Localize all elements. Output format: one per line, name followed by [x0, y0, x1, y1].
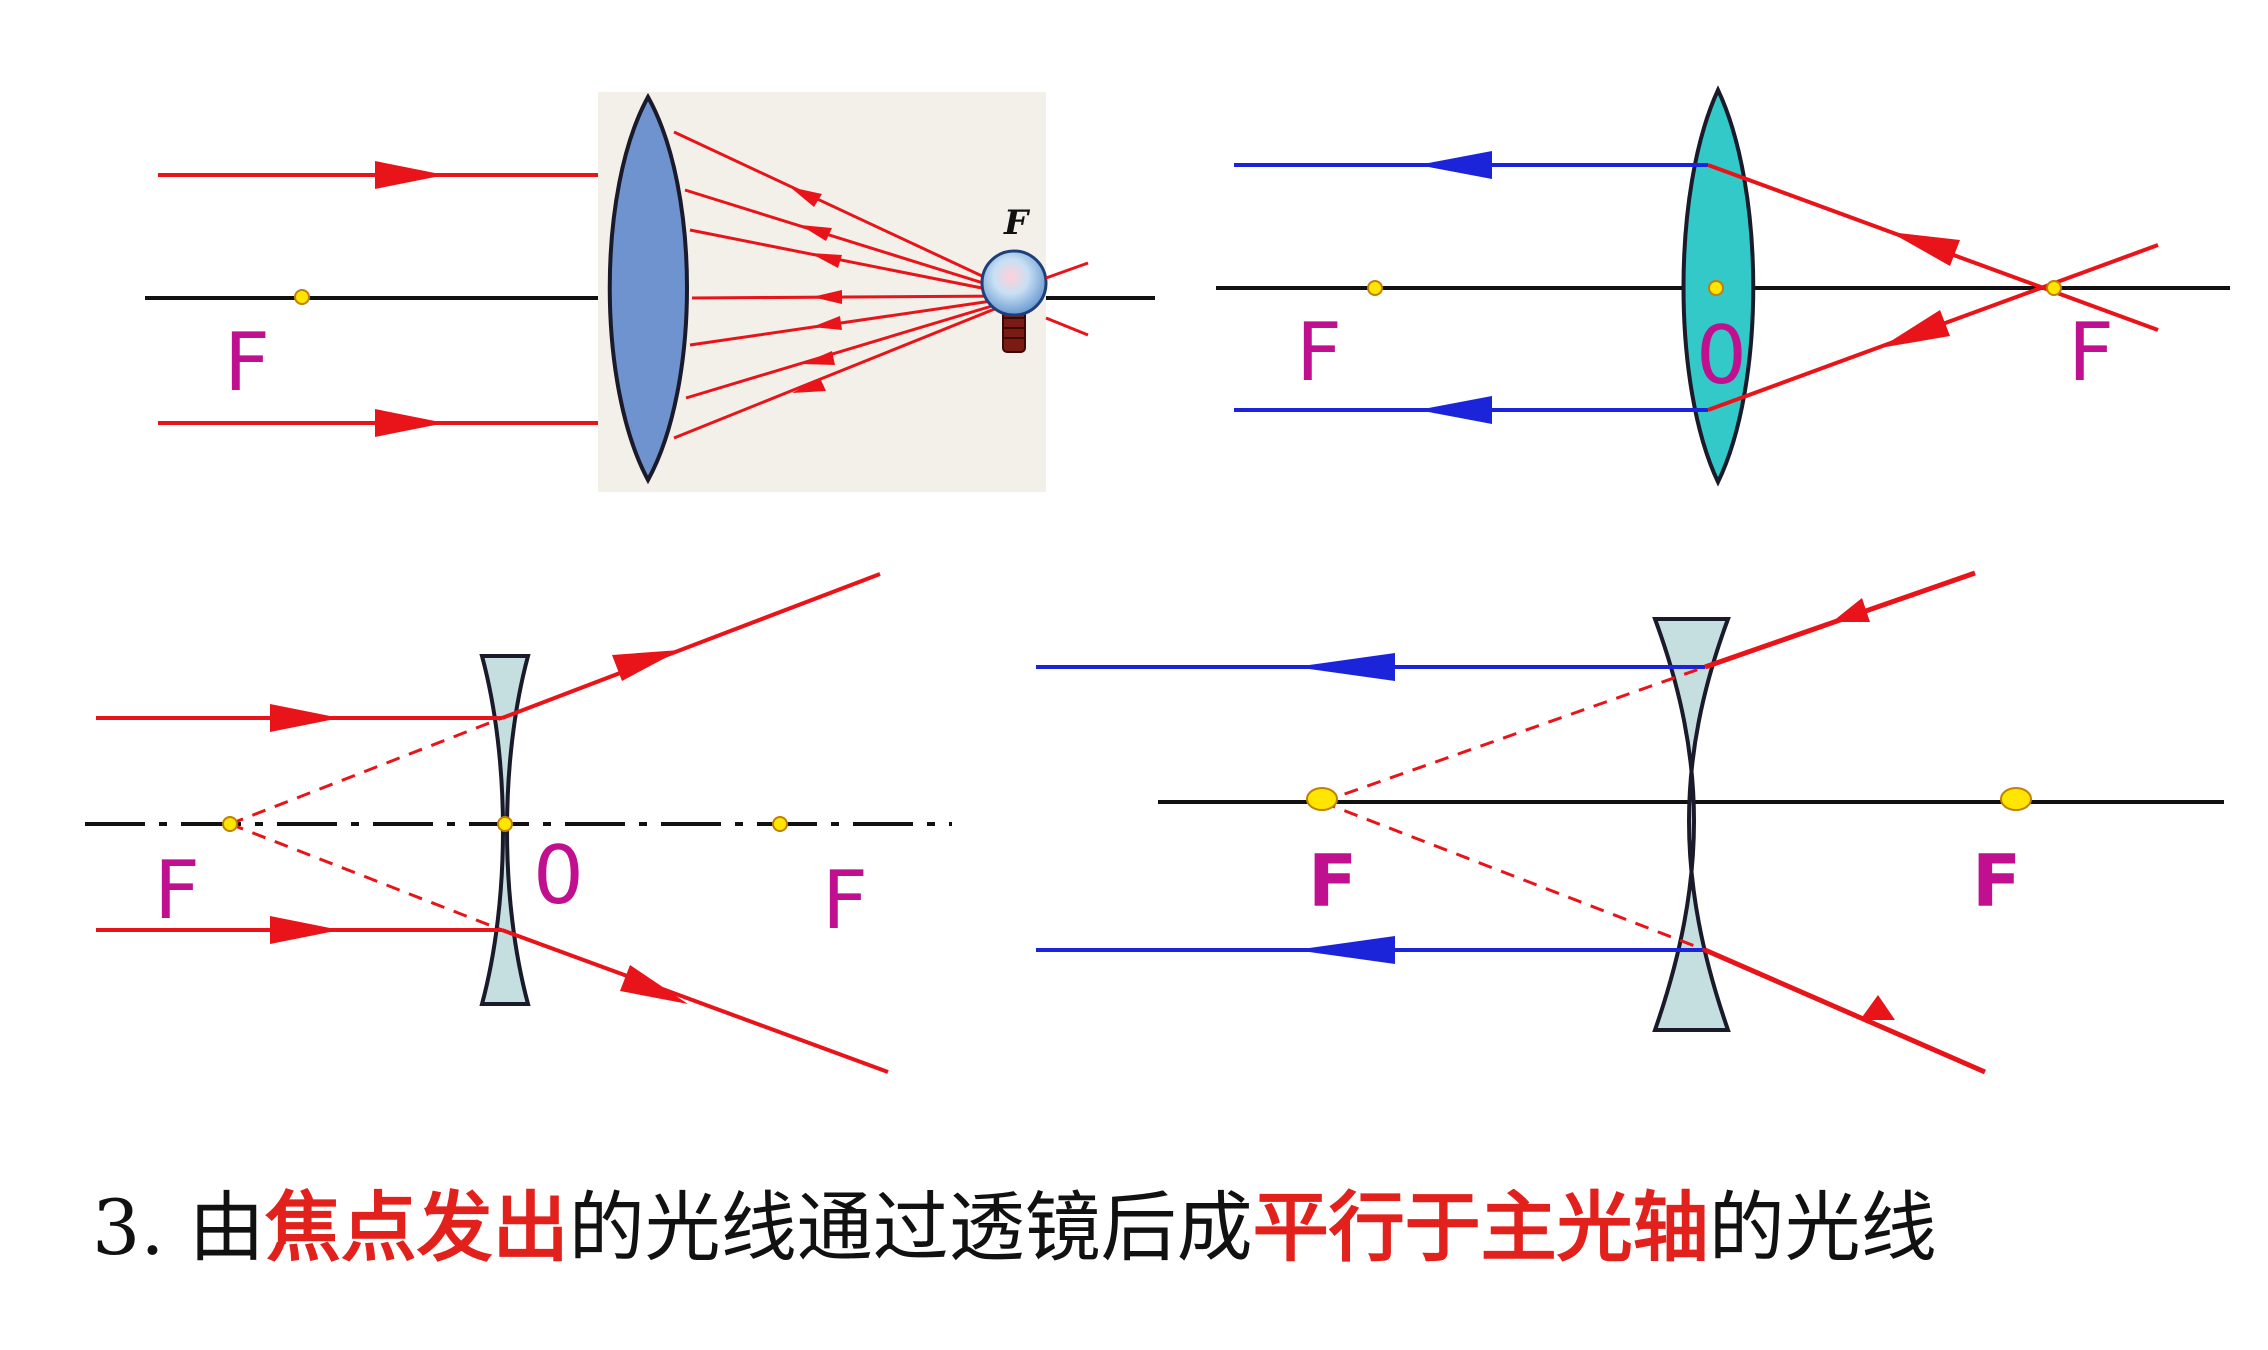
arrow-head	[1890, 232, 1960, 266]
arrow-head	[375, 161, 445, 189]
arrow-head	[1295, 936, 1395, 964]
incident-ray-bottom	[1704, 947, 1986, 1075]
virtual-extension-bottom	[1321, 800, 1706, 952]
focus-point-dot	[222, 816, 238, 832]
virtual-extension-bottom	[229, 822, 503, 932]
caption-highlight: 平行于主光轴	[1252, 1183, 1709, 1272]
optical-center-label: 0	[1696, 309, 1747, 402]
optical-center-label: 0	[533, 829, 584, 922]
emergent-ray-stub	[1045, 261, 1089, 280]
focus-right-label: F	[2068, 306, 2114, 399]
arrow-head	[1832, 598, 1870, 622]
optical-center-dot	[497, 816, 513, 832]
light-bulb-icon	[980, 249, 1048, 353]
fan-ray-arrows	[790, 187, 842, 393]
arrow-head	[612, 650, 680, 681]
caption-number: 3.	[92, 1183, 165, 1272]
diverging-ray-bottom	[501, 928, 889, 1074]
arrow-head	[375, 409, 445, 437]
arrow-head	[1418, 396, 1492, 424]
concave-lens	[1652, 617, 1731, 1032]
focus-left-label: F	[154, 844, 200, 937]
panel-bottom-left: F 0 F	[85, 572, 952, 1074]
focus-left-label: F	[1296, 306, 1342, 399]
focus-right-label: F	[1972, 839, 2021, 923]
caption: 3. 由焦点发出的光线通过透镜后成平行于主光轴的光线	[92, 1168, 1937, 1288]
focus-point-dot	[2046, 280, 2062, 296]
focus-point-dot	[772, 816, 788, 832]
diverging-ray-top	[501, 572, 881, 720]
panel-bottom-right: F F	[1036, 570, 2224, 1075]
focus-point-dot	[294, 289, 310, 305]
focus-point-dot	[2000, 787, 2032, 811]
convex-lens	[607, 92, 689, 485]
optical-center-dot	[1708, 280, 1724, 296]
arrow-head	[620, 965, 688, 1004]
caption-text: 的光线	[1708, 1183, 1937, 1272]
arrow-head	[1860, 995, 1895, 1020]
arrow-head	[1295, 653, 1395, 681]
focus-right-label: F	[822, 854, 868, 947]
caption-text: 由	[188, 1183, 265, 1272]
panel-top-left: F F	[145, 92, 1155, 492]
caption-highlight: 焦点发出	[264, 1183, 569, 1272]
arrow-head	[1418, 151, 1492, 179]
emergent-ray-stub	[1045, 316, 1089, 337]
bulb-focus-label: F	[1003, 203, 1031, 243]
arrow-head	[270, 704, 340, 732]
arrow-head	[270, 916, 340, 944]
focus-left-label: F	[1308, 839, 1357, 923]
panel-top-right: F 0 F	[1216, 85, 2230, 487]
focus-point-dot	[1306, 787, 1338, 811]
arrow-head	[1880, 310, 1950, 348]
virtual-extension-top	[1321, 665, 1706, 804]
caption-text: 的光线通过透镜后成	[568, 1183, 1253, 1272]
focus-label: F	[224, 316, 270, 409]
fan-rays	[673, 130, 1013, 440]
virtual-extension-top	[229, 716, 503, 826]
focus-point-dot	[1367, 280, 1383, 296]
